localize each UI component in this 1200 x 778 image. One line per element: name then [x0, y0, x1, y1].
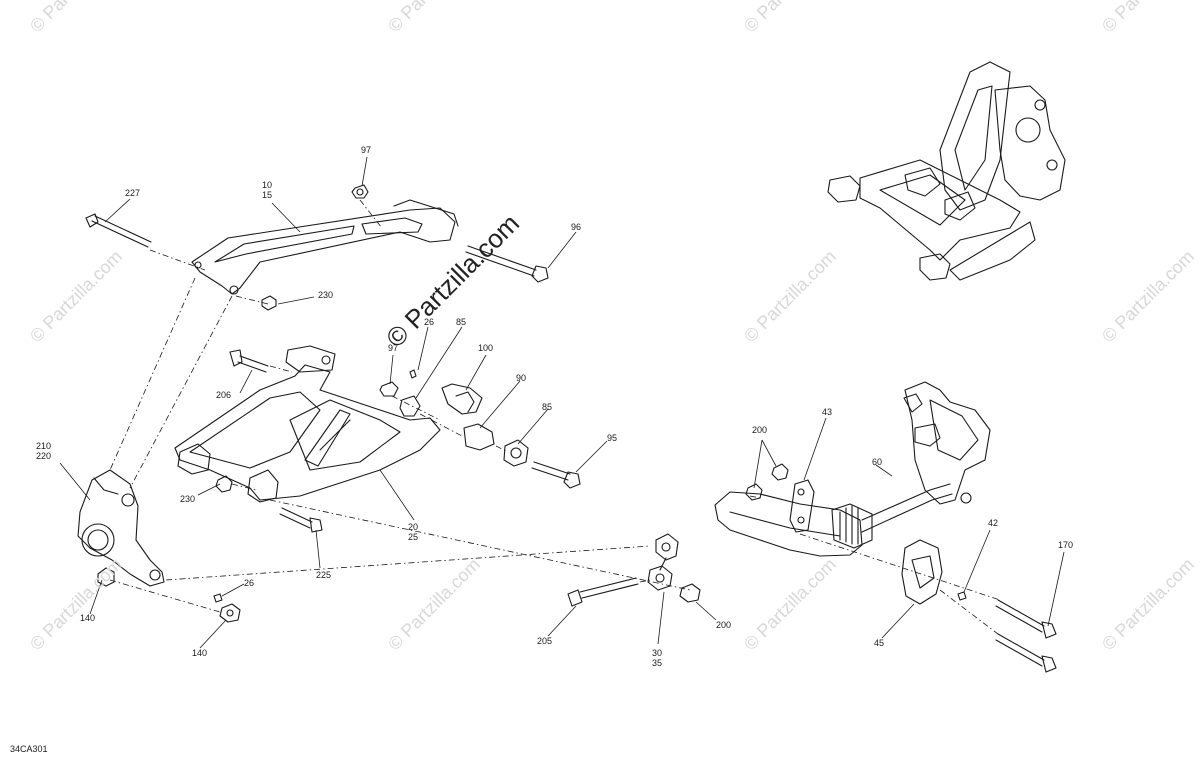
callout-label: 95	[607, 433, 618, 443]
nut-140-b	[219, 603, 241, 623]
upper-a-arm	[191, 199, 459, 295]
callout-label: 45	[874, 638, 885, 648]
sway-bar	[714, 483, 953, 557]
diagram-code: 34CA301	[10, 744, 48, 754]
callout-label: 43	[822, 407, 833, 417]
callout-label: 97	[361, 145, 372, 155]
callout-label: 225	[316, 570, 332, 580]
callout-label: 60	[872, 457, 883, 467]
callout-label: 20 25	[408, 522, 419, 542]
upper-right-arm	[903, 381, 991, 505]
callout-label: 96	[571, 222, 582, 232]
bracket-43	[789, 479, 815, 533]
bolt-96	[465, 245, 549, 283]
pin-42	[957, 591, 967, 601]
callout-label: 170	[1058, 540, 1074, 550]
callout-label: 200	[752, 425, 768, 435]
lower-a-arm	[174, 345, 441, 503]
callout-label: 140	[80, 613, 96, 623]
clamp-45	[901, 539, 943, 605]
callout-label: 200	[716, 620, 732, 630]
assembly-view	[827, 61, 1066, 281]
nuts-200	[745, 463, 789, 501]
bushing-set	[379, 369, 529, 467]
pin-26	[213, 593, 223, 603]
callout-label: 205	[537, 636, 553, 646]
callout-label: 100	[478, 343, 494, 353]
bolt-206	[229, 349, 269, 373]
nut-200-link	[679, 583, 701, 603]
callout-label: 206	[216, 390, 232, 400]
nut-97-top	[351, 184, 369, 199]
bolt-225	[279, 507, 323, 533]
callout-label: 97	[388, 343, 399, 353]
callout-label: 230	[318, 290, 334, 300]
bolt-205	[567, 577, 639, 607]
nut-140-a	[97, 567, 115, 587]
callout-label: 90	[516, 373, 527, 383]
callout-label: 85	[456, 317, 467, 327]
callout-label: 42	[988, 518, 999, 528]
bolt-170	[995, 599, 1057, 673]
nut-230-top	[261, 295, 277, 311]
bolt-227	[85, 213, 152, 248]
callout-label: 26	[424, 317, 435, 327]
callout-label: 85	[542, 402, 553, 412]
callout-label: 140	[192, 648, 208, 658]
callout-label: 30 35	[652, 648, 663, 668]
bolt-95	[531, 461, 581, 489]
callout-label: 230	[180, 494, 196, 504]
steering-knuckle	[77, 469, 165, 587]
callout-label: 210 220	[36, 441, 52, 461]
callout-label: 10 15	[262, 180, 273, 200]
callout-label: 26	[244, 578, 255, 588]
callout-label: 227	[125, 188, 141, 198]
link-30-35	[647, 533, 679, 591]
